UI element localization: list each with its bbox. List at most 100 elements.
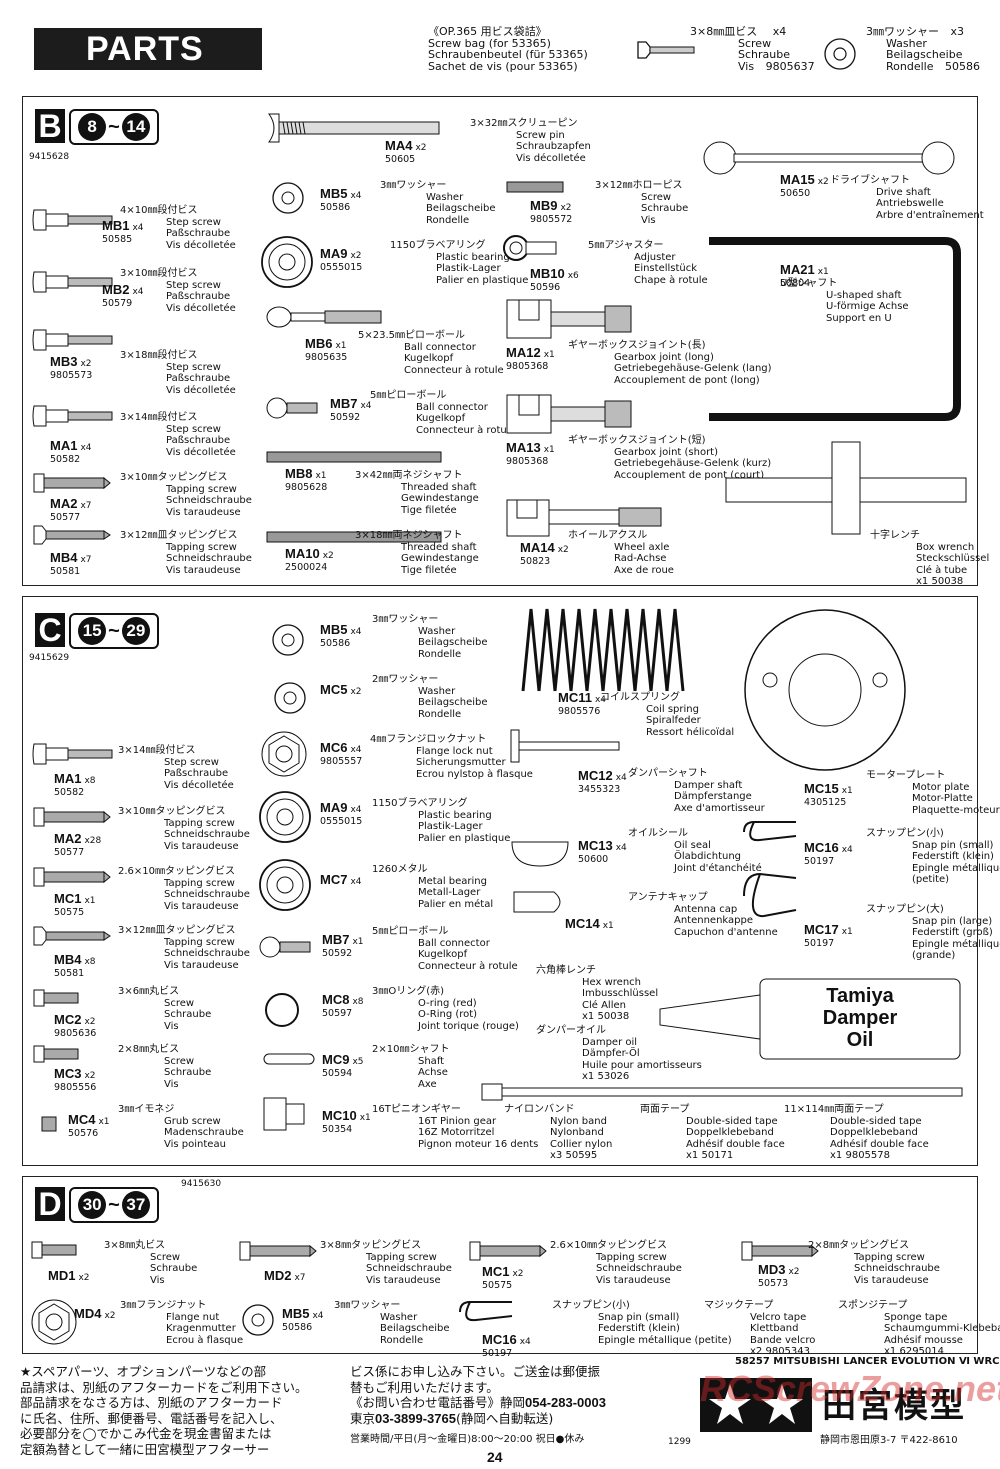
section-letter: C (35, 613, 65, 647)
part-description-line: Flange lock nut (416, 745, 493, 757)
part-description-line: ギヤーボックスジョイント(短) (568, 435, 706, 446)
part-description-line: Plastic bearing (436, 251, 510, 263)
part-description-line: Step screw (166, 216, 221, 228)
part-qty: x2 (80, 359, 92, 369)
stepscrew-part-icon (32, 405, 113, 427)
part-description-line: Federstift (klein) (598, 1323, 680, 1334)
part-description-line: Klettband (750, 1323, 799, 1334)
part-description-line: Rad-Achse (614, 553, 667, 564)
part-description-line: Accouplement de pont (long) (614, 374, 760, 386)
part-description-line: Tapping screw (164, 936, 235, 948)
part-description-line: 16Tピニオンギヤー (372, 1104, 461, 1115)
part-description-line: 3×32㎜スクリューピン (470, 118, 578, 129)
part-description-line: Washer (418, 625, 456, 637)
step-range: 15~29 (69, 613, 159, 649)
part-description: スナップピン(大)Snap pin (large)Federstift (gro… (866, 904, 1000, 962)
part-description-line: Beilagscheibe (380, 1323, 450, 1334)
screwbag-de: Schraubenbeutel (für 53365) (428, 48, 588, 61)
part-description-line: Steckschlüssel (916, 553, 990, 564)
part-description-line: Tige filetée (401, 504, 457, 516)
bearing-part-icon (259, 859, 311, 911)
part-description-line: Vis décolletée (166, 239, 236, 251)
part-number: 50581 (54, 968, 85, 979)
part-number: 9805556 (54, 1082, 97, 1093)
part-description-line: 十字レンチ (870, 530, 920, 541)
part-number: 9805557 (320, 756, 363, 767)
part-description-line: 3×8㎜タッピングビス (320, 1240, 422, 1251)
part-description-line: コイルスプリング (600, 692, 680, 703)
part-description-line: ホイールアクスル (568, 530, 648, 541)
screwbag-title: 《OP.365 用ビス袋詰》 (428, 25, 547, 38)
part-qty: x8 (84, 776, 96, 786)
part-number: 50582 (54, 787, 85, 798)
thread-part-icon (266, 451, 442, 463)
part-description-line: 3㎜ワッシャー (372, 614, 439, 625)
part-code-label: MC11 (558, 690, 592, 705)
part-description-line: Vis (164, 1078, 179, 1090)
part-number: 6295014 (899, 1346, 945, 1357)
part-number: 50592 (322, 948, 353, 959)
part-description-line: Box wrench (916, 541, 975, 553)
part-description-line: Schneidschraube (366, 1263, 452, 1274)
part-number: 2500024 (285, 562, 328, 573)
part-code-label: MD4 (74, 1306, 102, 1321)
hollow-part-icon (506, 181, 564, 193)
part-description-line: Ball connector (418, 937, 490, 949)
part-code-label: MC16 (804, 840, 839, 855)
part-number: 9805573 (50, 370, 93, 381)
part-code-label: MC9 (322, 1052, 350, 1067)
screwbag-fr: Sachet de vis (pour 53365) (428, 59, 578, 73)
part-number: 53026 (597, 1071, 630, 1082)
part-description-line: 3×42㎜両ネジシャフト (355, 470, 463, 481)
part-description-line: Oil seal (674, 839, 711, 851)
part-description-line: U-shaped shaft (826, 289, 902, 301)
part-code-label: MC6 (320, 740, 348, 755)
snapbig-part-icon (743, 872, 797, 918)
part-description-line: Schneidschraube (166, 553, 252, 564)
part-description-line: Tapping screw (164, 877, 235, 889)
part-qty: x1 (98, 1117, 110, 1127)
part-description-line: モータープレート (866, 770, 946, 781)
part-qty-number: x1 50038 (582, 1011, 658, 1023)
part-description-line: Vis décolletée (516, 152, 586, 164)
part-qty: x2 (84, 1017, 96, 1027)
part-description-line: Collier nylon (550, 1138, 613, 1150)
part-description: 3㎜Oリング(赤)O-ring (red)O-Ring (rot)Joint t… (372, 986, 519, 1032)
part-description-line: Federstift (klein) (912, 851, 994, 862)
part-description-line: Einstellstück (634, 263, 698, 274)
tamiya-star-logo (700, 1378, 812, 1432)
part-description-line: Adhésif mousse (884, 1334, 963, 1346)
part-description-line: ギヤーボックスジョイント(長) (568, 340, 706, 351)
tapping-part-icon (741, 1241, 819, 1261)
part-description-line: Threaded shaft (401, 541, 477, 553)
part-description-line: スナップピン(小) (552, 1300, 630, 1311)
damper-oil-label-line: Damper (822, 1007, 898, 1029)
part-description-line: Dämpfer-Öl (582, 1048, 640, 1059)
part-number: 50582 (50, 454, 81, 465)
part-description-line: 3×12㎜皿タッピングビス (118, 925, 236, 936)
part-qty: x1 (84, 896, 96, 906)
part-number: 3455323 (578, 784, 621, 795)
part-description-line: 3×14㎜段付ビス (120, 412, 198, 423)
part-description-line: Kugelkopf (404, 353, 454, 364)
damper-oil-label-line: Tamiya (826, 985, 894, 1007)
part-description-line: マジックテープ (704, 1300, 774, 1311)
part-description-line: Wheel axle (614, 541, 670, 553)
section-d-panel: D 30~37 9415630 (22, 1176, 978, 1354)
